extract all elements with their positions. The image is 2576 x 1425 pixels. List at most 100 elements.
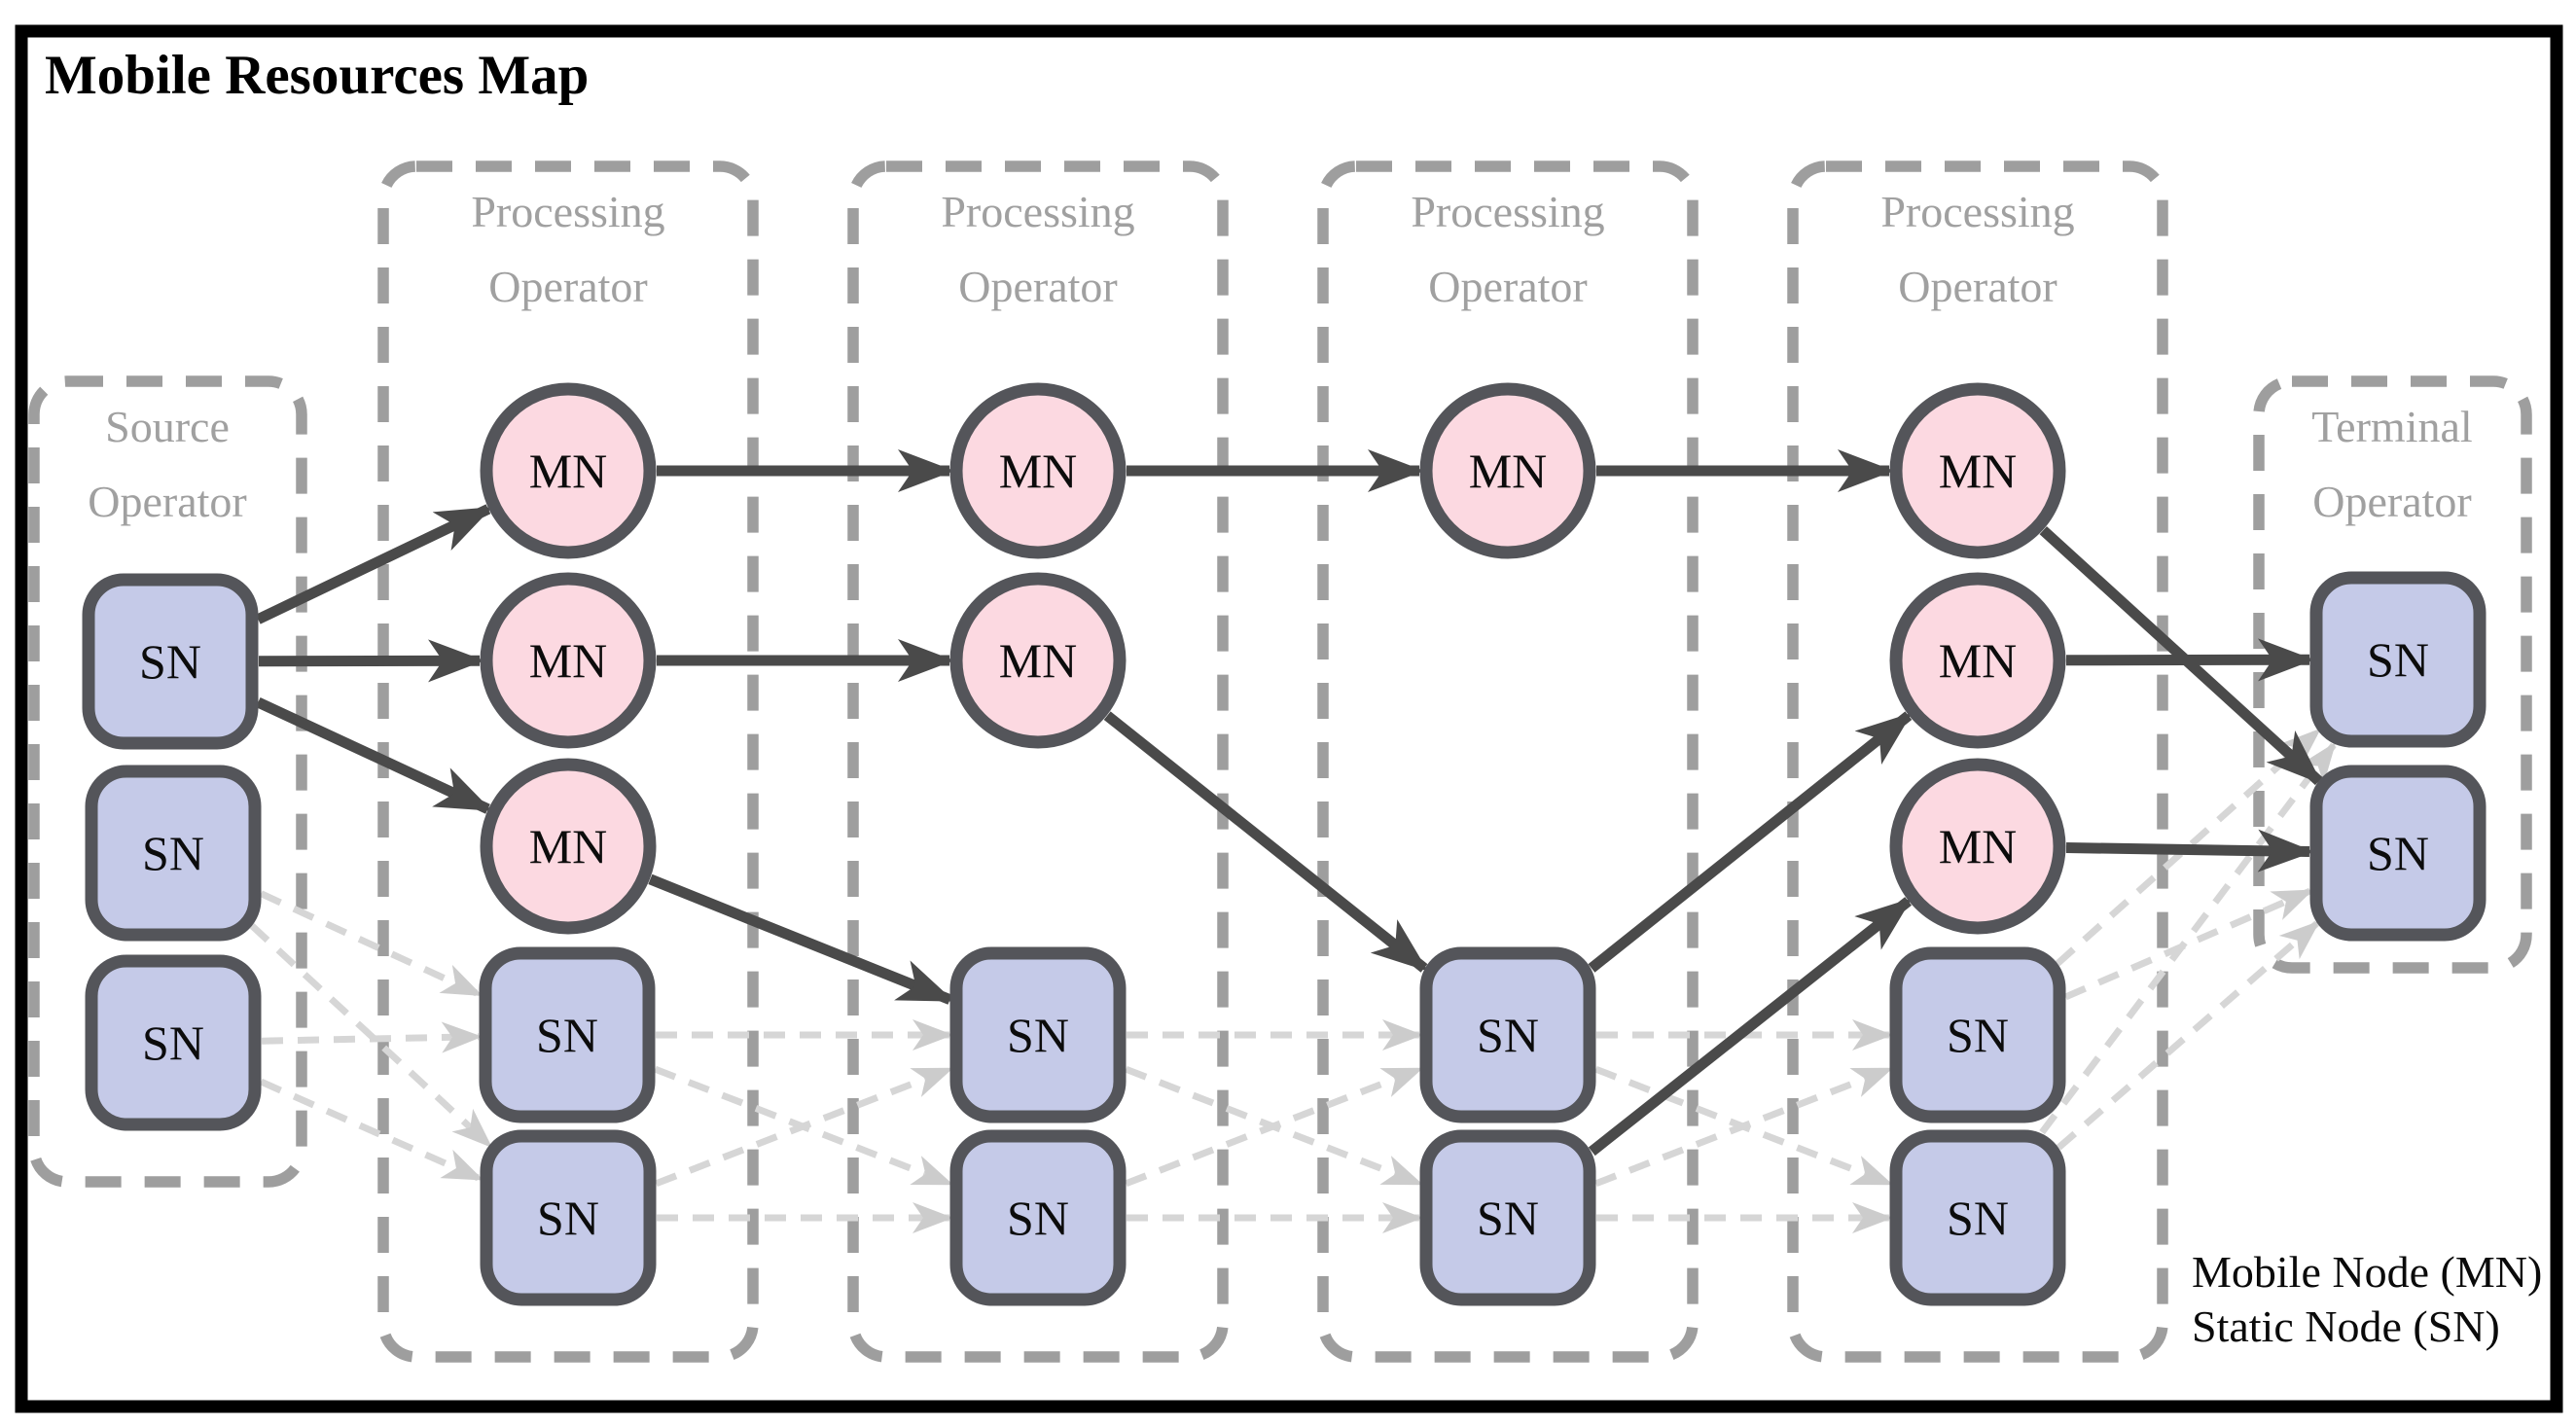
operator-box-source [28, 375, 307, 1188]
node-t_sn2: SN [2309, 765, 2487, 942]
node-label: SN [536, 1008, 598, 1062]
node-p2_sn1: SN [949, 946, 1127, 1123]
legend-static-node: Static Node (SN) [2192, 1301, 2500, 1351]
node-label: SN [1007, 1008, 1069, 1062]
outer-frame [15, 24, 2563, 1413]
node-label: MN [999, 444, 1078, 498]
static-node-shape [480, 1129, 657, 1306]
node-p4_mn1: MN [1889, 382, 2066, 559]
node-label: SN [142, 826, 204, 880]
node-p3_sn2: SN [1419, 1129, 1596, 1306]
node-p4_mn2: MN [1889, 572, 2066, 749]
dashed-edge-p3_sn2-to-p4_sn1 [1594, 1065, 1894, 1188]
mobile-node-shape [949, 382, 1127, 559]
static-node-shape [1419, 946, 1596, 1123]
dashed-edge-source_sn3-to-p1_sn2 [259, 1078, 484, 1183]
operator-box-po4 [1787, 160, 2168, 1363]
node-source_sn2: SN [85, 765, 262, 942]
node-source_sn3: SN [85, 954, 262, 1131]
node-label: MN [999, 633, 1078, 688]
mobile-node-shape [480, 572, 657, 749]
mobile-node-shape [480, 382, 657, 559]
node-label: SN [2367, 826, 2429, 880]
solid-edge-p2_mn2-to-p3_sn1 [1103, 711, 1428, 973]
node-p2_sn2: SN [949, 1129, 1127, 1306]
mobile-node-shape [1889, 382, 2066, 559]
node-p1_sn1: SN [479, 946, 656, 1123]
dashed-edge-p4_sn2-to-t_sn2 [2056, 920, 2320, 1151]
node-p1_mn3: MN [480, 758, 657, 935]
solid-edge-source_sn1-to-p1_mn2 [258, 639, 484, 683]
solid-edge-source_sn1-to-p1_mn3 [255, 697, 493, 814]
node-label: SN [1477, 1008, 1539, 1062]
node-label: MN [1939, 819, 2018, 873]
node-p2_mn2: MN [949, 572, 1127, 749]
node-p1_sn2: SN [480, 1129, 657, 1306]
node-label: SN [1007, 1191, 1069, 1245]
static-node-shape [1419, 1129, 1596, 1306]
static-node-shape [479, 946, 656, 1123]
node-label: MN [1939, 633, 2018, 688]
node-label: SN [1947, 1008, 2009, 1062]
node-p3_mn1: MN [1419, 382, 1596, 559]
node-label: SN [2367, 632, 2429, 687]
solid-edge-source_sn1-to-p1_mn1 [255, 504, 493, 624]
node-p2_mn1: MN [949, 382, 1127, 559]
node-label: MN [1469, 444, 1548, 498]
node-t_sn1: SN [2309, 571, 2487, 748]
solid-edge-layer [255, 449, 2323, 1157]
node-label: SN [1477, 1191, 1539, 1245]
static-node-shape [1889, 1129, 2066, 1306]
static-node-shape [85, 954, 262, 1131]
node-label: MN [1939, 444, 2018, 498]
dashed-edge-p4_sn2-to-t_sn1 [2039, 741, 2337, 1135]
node-label: MN [529, 444, 608, 498]
node-p1_mn2: MN [480, 572, 657, 749]
dashed-edge-p1_sn2-to-p2_sn1 [655, 1065, 954, 1188]
static-node-shape [2309, 571, 2487, 748]
node-label: SN [537, 1191, 599, 1245]
mobile-node-shape [1889, 758, 2066, 935]
dashed-edge-p4_sn1-to-t_sn2 [2064, 887, 2314, 1001]
static-node-shape [2309, 765, 2487, 942]
node-source_sn1: SN [82, 573, 259, 750]
solid-edge-p4_mn3-to-t_sn2 [2065, 829, 2314, 873]
solid-edge-p3_sn1-to-p4_mn2 [1588, 711, 1913, 973]
mobile-node-shape [480, 758, 657, 935]
dashed-edge-source_sn2-to-p1_sn1 [259, 890, 483, 998]
node-label: SN [1947, 1191, 2009, 1245]
node-label: SN [139, 634, 201, 689]
static-node-shape [949, 1129, 1127, 1306]
dashed-edge-p2_sn2-to-p3_sn1 [1125, 1065, 1424, 1188]
solid-edge-p4_mn2-to-t_sn1 [2065, 638, 2314, 682]
mobile-node-shape [1419, 382, 1596, 559]
node-label: MN [529, 633, 608, 688]
node-label: MN [529, 819, 608, 873]
node-label: SN [142, 1015, 204, 1070]
mobile-node-shape [949, 572, 1127, 749]
node-p4_sn2: SN [1889, 1129, 2066, 1306]
operator-box-po2 [847, 160, 1229, 1363]
solid-edge-p3_sn2-to-p4_mn3 [1588, 897, 1913, 1157]
node-p4_mn3: MN [1889, 758, 2066, 935]
dashed-edge-source_sn3-to-p1_sn1 [261, 1021, 483, 1053]
static-node-shape [949, 946, 1127, 1123]
operator-box-po3 [1317, 160, 1699, 1363]
static-node-shape [82, 573, 259, 750]
solid-edge-p1_mn3-to-p2_sn1 [648, 873, 955, 1005]
page-title: Mobile Resources Map [45, 45, 589, 106]
static-node-shape [85, 765, 262, 942]
node-p4_sn1: SN [1889, 946, 2066, 1123]
legend-mobile-node: Mobile Node (MN) [2192, 1247, 2542, 1297]
node-p1_mn1: MN [480, 382, 657, 559]
node-p3_sn1: SN [1419, 946, 1596, 1123]
mobile-node-shape [1889, 572, 2066, 749]
